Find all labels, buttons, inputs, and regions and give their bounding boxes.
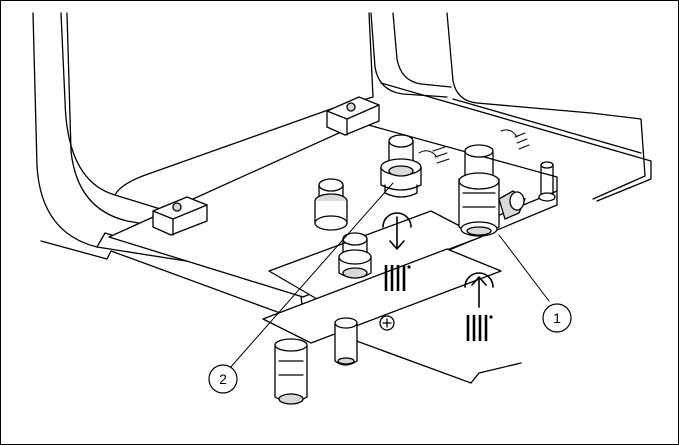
- bracket-left: [152, 196, 208, 236]
- plate-markings: [418, 129, 530, 164]
- callout-2-label: 2: [219, 371, 227, 387]
- connection-valve-1: [458, 144, 526, 237]
- arrow-down-in-circle-icon: [382, 212, 412, 250]
- pipe-small-right: [538, 161, 556, 202]
- bracket-right: [326, 96, 380, 136]
- radiator-icon: [466, 315, 493, 341]
- connection-pipe-2: [380, 134, 422, 198]
- leader-line-1: [498, 234, 550, 302]
- pipe-upper-left: [314, 178, 348, 231]
- callout-2: 2: [208, 364, 238, 394]
- radiator-icon: [384, 265, 411, 291]
- callout-1: 1: [542, 303, 572, 333]
- boiler-housing: [32, 12, 652, 384]
- arrow-up-in-circle-icon: [464, 272, 494, 308]
- leader-line-2: [228, 182, 394, 370]
- lower-fittings: [274, 315, 395, 405]
- pipe-centre-lower: [338, 232, 372, 279]
- callout-1-label: 1: [553, 310, 561, 326]
